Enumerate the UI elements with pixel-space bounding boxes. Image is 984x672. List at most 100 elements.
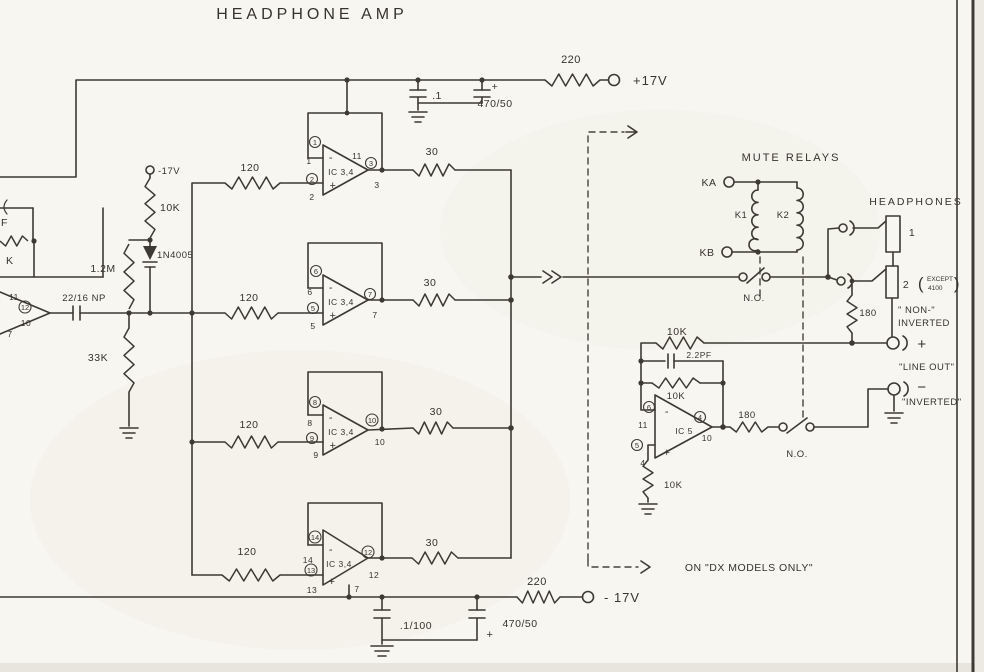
- resistor-10k-outer-label: 10K: [667, 326, 687, 338]
- jack-plus-sign: +: [917, 336, 926, 353]
- pin-label: 12: [21, 303, 29, 312]
- terminal-minus17v-label: - 17V: [604, 590, 640, 605]
- capacitor-2.2pf-label: 2.2PF: [686, 350, 711, 360]
- pin-label: 9: [310, 434, 314, 443]
- capacitor-point1-top-label: .1: [432, 90, 442, 102]
- mute-relays: MUTE RELAYS KA KB K1 K2: [699, 152, 841, 422]
- pin-label: 7: [7, 329, 12, 339]
- mute-switch-2: N.O.: [778, 417, 815, 460]
- non-inverted-label: INVERTED: [898, 318, 950, 329]
- opamp-plus-sign: +: [330, 440, 337, 452]
- input-edge-network: F K: [0, 199, 104, 278]
- resistor-120-2-label: 120: [239, 292, 258, 304]
- resistor-220-top: [544, 73, 601, 87]
- pin-label: 5: [635, 441, 639, 450]
- pin-label: 11: [352, 151, 362, 161]
- opamp-ic-label: IC 3,4: [328, 297, 354, 307]
- opamp-ic-label: IC 3,4: [328, 167, 354, 177]
- edge-res-label: K: [6, 255, 14, 267]
- pin-circle: [18, 300, 32, 314]
- edge-resistor: [0, 235, 29, 247]
- pin-label: 13: [307, 585, 317, 595]
- opamp-section-1: 1 1 2 2 - + IC 3,4 11 3 3 30: [305, 79, 512, 202]
- headphone-element-2-label: 2: [903, 279, 909, 291]
- resistor-220-bottom: [516, 590, 561, 604]
- switch-arm: [746, 267, 765, 284]
- line-out-block: + " NON-" INVERTED "LINE OUT" − "INVERTE…: [703, 297, 961, 428]
- opamp-minus-sign: -: [329, 544, 333, 556]
- resistor-30-1: [412, 163, 456, 177]
- mute-switch-1: N.O.: [738, 267, 831, 304]
- pin-label: 5: [310, 321, 315, 331]
- opamp-plus-sign: +: [664, 447, 671, 459]
- opamp-ic-label: IC 5: [675, 426, 693, 436]
- resistor-180-out: [729, 421, 769, 433]
- mute-relays-heading: MUTE RELAYS: [742, 152, 841, 164]
- resistor-10k-ground: [642, 459, 654, 499]
- resistor-30-4-label: 30: [426, 537, 439, 549]
- except-label: EXCEPT: [927, 276, 953, 283]
- capacitor-470-bottom: 470/50 +: [381, 596, 537, 641]
- bottom-power-rail: 220 - 17V .1/100 470/50 +: [0, 576, 640, 657]
- pin-label: 8: [307, 418, 312, 428]
- page-right-margin: [975, 0, 984, 672]
- pin-label: 14: [311, 533, 319, 542]
- pin-label: 10: [21, 318, 31, 328]
- resistor-10k-bias: [144, 177, 156, 239]
- pin-label: 3: [374, 180, 379, 190]
- capacitor-point1-bottom-label: .1/100: [400, 620, 432, 632]
- mix-bus: [508, 169, 740, 559]
- resistor-10k-feedback: [651, 377, 701, 389]
- opamp-section-4: 14 14 13 13 - + IC 3,4 12 12 7 30: [303, 502, 512, 598]
- resistor-220-bottom-label: 220: [527, 576, 547, 588]
- jack-minus-sign: −: [917, 379, 926, 396]
- input-bus: 120 120 120 120: [189, 162, 324, 582]
- dx-note: ON "DX MODELS ONLY": [685, 562, 813, 574]
- resistor-120-1: [224, 176, 281, 190]
- pin-label: 14: [303, 555, 313, 565]
- ground-icon: [638, 503, 658, 515]
- capacitor-470-bottom-plus: +: [487, 629, 494, 641]
- opamp-minus-sign: -: [329, 152, 333, 164]
- resistor-1.2m-label: 1.2M: [90, 263, 115, 275]
- non-inverted-label: " NON-": [898, 305, 935, 316]
- headphone-element-1-label: 1: [909, 227, 915, 239]
- resistor-120-4: [221, 568, 281, 582]
- resistor-30-3-label: 30: [430, 406, 443, 418]
- top-power-rail: 220 +17V .1 + 470/50: [0, 54, 667, 178]
- relay-coil-k1: [748, 181, 759, 253]
- page-bottom-shadow: [0, 663, 984, 672]
- jack-hook: [903, 381, 909, 397]
- pin-label: 4: [640, 458, 645, 468]
- plug-contact: [838, 223, 848, 233]
- resistor-33k-label: 33K: [88, 352, 108, 364]
- opamp-plus-sign: +: [330, 310, 337, 322]
- pin-label: 12: [364, 548, 372, 557]
- resistor-180-out-label: 180: [738, 410, 755, 421]
- resistor-180-load-label: 180: [859, 308, 876, 319]
- pin-label: 2: [310, 175, 314, 184]
- page-title: HEADPHONE AMP: [216, 6, 408, 23]
- opamp-plus-sign: +: [329, 576, 336, 588]
- line-out-label: "LINE OUT": [899, 362, 955, 373]
- opamp-minus-sign: -: [329, 282, 333, 294]
- chevron-arrow-icon: [542, 270, 562, 284]
- opamp-minus-sign: -: [329, 412, 333, 424]
- resistor-10k-outer-feedback: [655, 336, 705, 350]
- bias-network: -17V 10K 1N4005 1.2M 33K: [88, 165, 193, 439]
- resistor-30-2: [412, 293, 456, 307]
- pin-label: 10: [702, 433, 712, 443]
- resistor-1.2m: [123, 243, 135, 310]
- switch-no-label: N.O.: [786, 449, 808, 460]
- switch-arm: [786, 417, 808, 434]
- pin-label: 4: [698, 413, 702, 422]
- headphones-heading: HEADPHONES: [869, 196, 963, 208]
- resistor-180-load: [846, 294, 858, 334]
- pin-label: 10: [375, 437, 385, 447]
- pin-label: 13: [307, 566, 315, 575]
- resistor-120-1-label: 120: [240, 162, 259, 174]
- resistor-120-3-label: 120: [239, 419, 258, 431]
- paper-smudge: [30, 350, 570, 650]
